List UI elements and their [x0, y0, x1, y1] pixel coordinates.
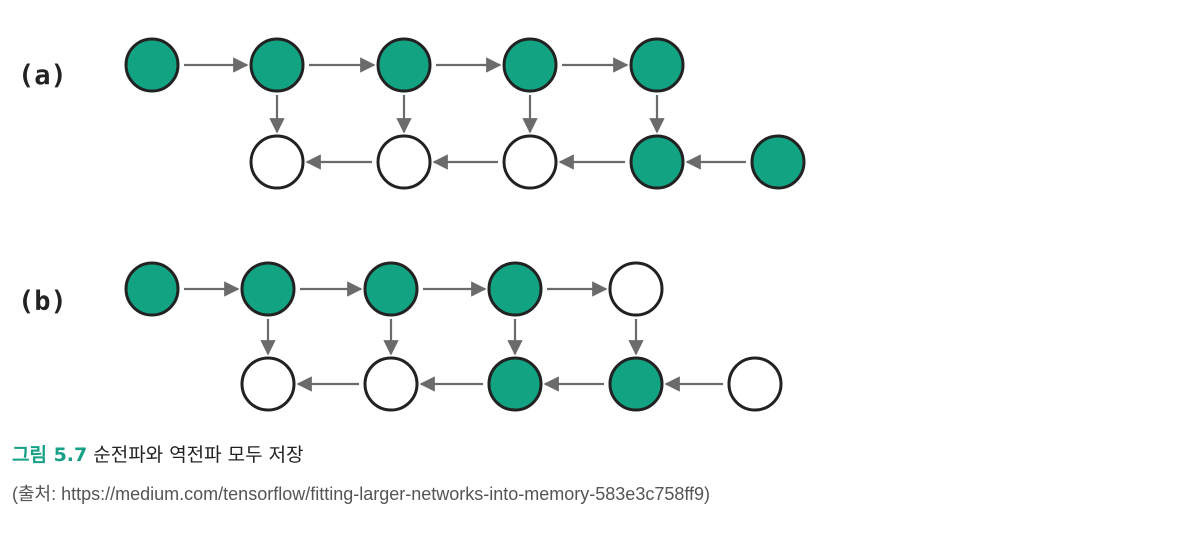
backward-node-empty: [240, 356, 296, 412]
forward-node-stored: [629, 37, 685, 93]
backward-node-stored: [487, 356, 543, 412]
backward-node-empty: [502, 134, 558, 190]
backward-node-empty: [376, 134, 432, 190]
figure-number: 그림 5.7: [12, 444, 88, 466]
nodes-a: [124, 37, 806, 190]
forward-node-stored: [363, 261, 419, 317]
nodes-b: [124, 261, 783, 412]
forward-node-stored: [249, 37, 305, 93]
panel-b: (b): [18, 261, 783, 412]
backward-node-empty: [249, 134, 305, 190]
forward-node-stored: [376, 37, 432, 93]
panel-label-b: (b): [18, 286, 67, 317]
panel-label-a: (a): [18, 60, 67, 91]
edges-a: [184, 57, 746, 170]
backward-node-stored: [750, 134, 806, 190]
figure-caption-text: 순전파와 역전파 모두 저장: [93, 444, 304, 466]
forward-node-empty: [608, 261, 664, 317]
forward-node-stored: [487, 261, 543, 317]
panel-a: (a): [18, 37, 806, 190]
forward-node-stored: [124, 37, 180, 93]
edges-b: [184, 281, 723, 392]
forward-node-stored: [124, 261, 180, 317]
backward-node-empty: [727, 356, 783, 412]
backward-node-stored: [608, 356, 664, 412]
forward-node-stored: [240, 261, 296, 317]
forward-node-stored: [502, 37, 558, 93]
figure-source: (출처: https://medium.com/tensorflow/fitti…: [12, 484, 711, 504]
backward-node-stored: [629, 134, 685, 190]
backward-node-empty: [363, 356, 419, 412]
checkpoint-diagram: (a) (b): [18, 37, 806, 412]
